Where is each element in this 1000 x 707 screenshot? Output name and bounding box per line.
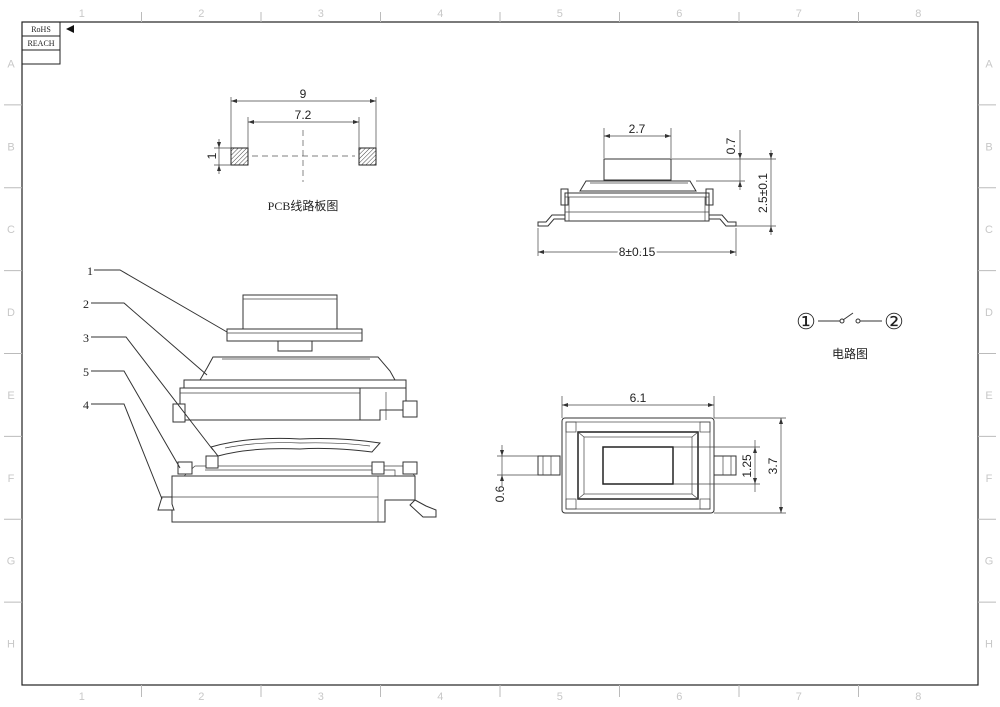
circuit-caption: 电路图 — [832, 346, 868, 361]
row-label: D — [7, 307, 15, 319]
column-label: 4 — [437, 691, 443, 703]
column-label: 4 — [437, 8, 443, 20]
column-label: 8 — [915, 8, 921, 20]
pcb-layout-view: 9 7.2 1 PCB线路板图 — [205, 87, 377, 213]
sheet-frame: 1 2 3 4 5 6 7 8 1 2 3 4 5 6 7 8 A B C D E F G H A B C D E F G H — [4, 8, 996, 703]
callout-4: 4 — [83, 398, 89, 412]
row-label: H — [985, 639, 993, 651]
pcb-pad-right — [358, 147, 377, 166]
row-label: H — [7, 639, 15, 651]
dim-actuator-width: 2.7 — [629, 122, 646, 136]
row-label: F — [986, 473, 993, 485]
column-labels-bottom: 1 2 3 4 5 6 7 8 — [79, 691, 922, 703]
column-label: 8 — [915, 691, 921, 703]
column-label: 5 — [557, 8, 563, 20]
dim-button: 1.25 — [740, 454, 754, 478]
terminal-2-label: ② — [884, 309, 904, 334]
pointer-arrow-icon — [66, 25, 74, 33]
row-label: A — [7, 58, 15, 70]
column-label: 5 — [557, 691, 563, 703]
part-cover — [172, 356, 418, 423]
row-labels-right: A B C D E F G H — [985, 58, 994, 650]
terminal-1-label: ① — [796, 309, 816, 334]
pcb-layout-caption: PCB线路板图 — [268, 198, 339, 213]
dim-pcb-outer: 9 — [300, 87, 307, 101]
dim-top-width: 6.1 — [630, 391, 647, 405]
row-label: C — [985, 224, 993, 236]
row-label: G — [985, 556, 994, 568]
row-label: A — [985, 58, 993, 70]
dim-actuator-height: 0.7 — [724, 137, 738, 154]
column-label: 7 — [796, 8, 802, 20]
part-actuator — [226, 294, 363, 352]
row-label: G — [7, 556, 16, 568]
compliance-box: RoHS REACH — [21, 21, 74, 65]
column-label: 6 — [676, 691, 682, 703]
row-label: D — [985, 307, 993, 319]
callout-1: 1 — [87, 264, 93, 278]
top-view: 6.1 1.25 3.7 0.6 — [493, 391, 786, 514]
column-label: 7 — [796, 691, 802, 703]
column-label: 3 — [318, 691, 324, 703]
exploded-view: 1 2 3 5 4 — [83, 264, 437, 523]
row-label: F — [8, 473, 15, 485]
side-view: 2.7 0.7 2.5±0.1 8±0.15 — [537, 122, 776, 261]
column-label: 6 — [676, 8, 682, 20]
column-label: 2 — [198, 691, 204, 703]
callout-3: 3 — [83, 331, 89, 345]
grid-ticks — [4, 12, 996, 697]
row-label: C — [7, 224, 15, 236]
part-terminals — [157, 496, 437, 518]
dim-pcb-pad: 1 — [205, 152, 219, 159]
row-label: B — [985, 141, 992, 153]
row-label: E — [985, 390, 992, 402]
column-label: 3 — [318, 8, 324, 20]
column-label: 2 — [198, 8, 204, 20]
dim-length: 8±0.15 — [619, 245, 656, 259]
row-label: E — [7, 390, 14, 402]
dim-height: 2.5±0.1 — [756, 173, 770, 213]
dim-terminal: 0.6 — [493, 485, 507, 502]
column-label: 1 — [79, 691, 85, 703]
row-label: B — [7, 141, 14, 153]
column-labels-top: 1 2 3 4 5 6 7 8 — [79, 8, 922, 20]
pcb-pad-left — [230, 147, 249, 166]
dim-pcb-inner: 7.2 — [295, 108, 312, 122]
rohs-label: RoHS — [31, 25, 51, 34]
part-dome — [210, 437, 381, 457]
part-base — [171, 455, 418, 523]
row-labels-left: A B C D E F G H — [7, 58, 16, 650]
column-label: 1 — [79, 8, 85, 20]
dim-depth: 3.7 — [766, 457, 780, 474]
callout-2: 2 — [83, 297, 89, 311]
reach-label: REACH — [27, 39, 54, 48]
callouts: 1 2 3 5 4 — [83, 264, 228, 500]
callout-5: 5 — [83, 365, 89, 379]
circuit-diagram: ① ② 电路图 — [796, 309, 904, 361]
